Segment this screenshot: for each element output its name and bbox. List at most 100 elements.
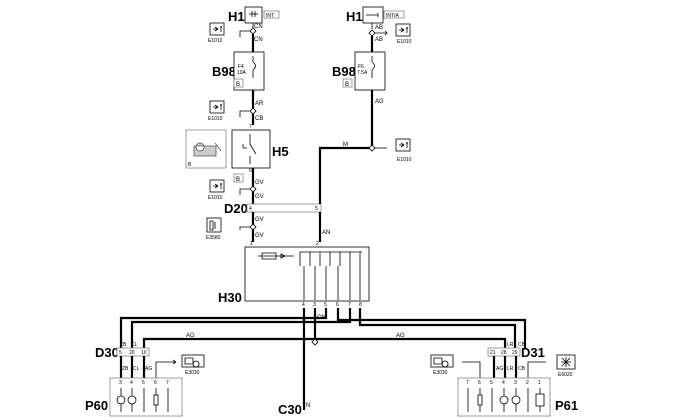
p61-pin-1: 1 — [538, 380, 541, 386]
wire-code-ab-2: AB — [375, 37, 383, 43]
d20-box — [246, 203, 322, 213]
p61-pin-3: 3 — [514, 380, 517, 386]
wire-code-cn-2: CN — [254, 37, 263, 43]
d30-pin-5: 5 — [119, 350, 122, 356]
h30-out-pin-7: 7 — [348, 302, 351, 308]
p61-component: P61 7 6 5 4 3 2 1 — [457, 377, 578, 417]
wire-code-cl-2: CL — [133, 366, 140, 372]
wire-code-cb-3: CB — [518, 366, 526, 372]
junction-node — [249, 107, 257, 115]
h30-pin-1: 1 — [250, 241, 253, 247]
speaker-icon — [511, 395, 521, 405]
svg-text:E1010: E1010 — [208, 116, 223, 122]
fuse-rating-7-5a: 7.5A — [357, 70, 368, 76]
wire-code-zb-2: ZB — [122, 366, 129, 372]
wire-code-ar: AR — [255, 101, 264, 107]
wire-code-ag: AG — [375, 99, 384, 105]
speaker-icon — [127, 395, 137, 405]
p61-pin-5: 5 — [490, 380, 493, 386]
h1-left-component: H1 INT — [228, 6, 280, 24]
h30-out-pin-5: 5 — [324, 302, 327, 308]
h1-right-label: H1 — [346, 9, 363, 24]
resistor-icon — [477, 394, 483, 406]
ground-ref-e1010: E1010 — [395, 138, 412, 163]
fuse-icon — [252, 56, 256, 78]
svg-text:E6020: E6020 — [558, 372, 573, 378]
svg-text:E3580: E3580 — [206, 235, 221, 241]
p60-pin-5: 5 — [142, 380, 145, 386]
h1-left-tag: INT — [266, 13, 274, 19]
d20-connector: D20 4 5 — [224, 201, 322, 216]
wire-code-ag-2: AG — [145, 366, 152, 372]
svg-text:E3030: E3030 — [185, 370, 200, 376]
d31-pin-29: 29 — [512, 350, 518, 356]
ground-ref-e1010: E1010 — [208, 179, 225, 201]
h1-left-tag-box — [263, 10, 280, 19]
d30-label: D30 — [95, 345, 119, 360]
h5-badge: B — [236, 177, 240, 183]
b98-left-label: B98 — [212, 64, 236, 79]
h1-left-label: H1 — [228, 9, 245, 24]
speaker-icon — [116, 395, 126, 405]
d20-pin-left: 4 — [249, 206, 252, 212]
h5-component: 7 6 H5 B B — [185, 124, 289, 183]
speaker-icon — [499, 395, 509, 405]
d31-pin-28: 28 — [501, 350, 507, 356]
h30-label: H30 — [218, 290, 242, 305]
p61-pin-7: 7 — [466, 380, 469, 386]
key-icon — [366, 13, 379, 17]
junction-node — [249, 27, 257, 35]
wire-code-cb-2: CB — [518, 342, 526, 348]
wire-code-lr: LR — [507, 342, 514, 348]
wire-code-cl: CL — [131, 342, 138, 348]
wire-code-ag-right: AG — [396, 333, 405, 339]
ref-e3580: E3580 — [206, 217, 222, 241]
p60-component: P60 3 4 5 6 7 — [85, 377, 183, 417]
h30-out-pin-3: 3 — [313, 302, 316, 308]
wire-code-n: N — [306, 403, 310, 409]
ground-ref-e1010: E1010 — [395, 23, 412, 45]
junction-node — [311, 338, 319, 346]
wire-code-m: M — [343, 142, 348, 148]
p60-pin-4: 4 — [130, 380, 133, 386]
p60-pin-3: 3 — [119, 380, 122, 386]
b98-left-component: B98 F4 10A B — [212, 51, 265, 91]
svg-text:E1010: E1010 — [397, 157, 412, 163]
ref-e3030-right: E3030 — [430, 354, 454, 376]
wire-code-ab: AB — [375, 25, 383, 31]
svg-text:E1010: E1010 — [208, 195, 223, 201]
p61-label: P61 — [555, 398, 578, 413]
wire-code-ag-left: AG — [186, 333, 195, 339]
fuse-icon — [371, 56, 375, 78]
ref-e3030-left: E3030 — [172, 354, 205, 376]
h5-pin-bottom: 6 — [249, 168, 252, 174]
wire-code-gv-4: GV — [255, 233, 264, 239]
junction-node — [249, 223, 257, 231]
junction-node — [249, 185, 257, 193]
wire-code-an: AN — [322, 230, 330, 236]
fuse-id-f6: F6 — [358, 64, 364, 70]
wire-code-lr-2: LR — [507, 366, 514, 372]
p61-pin-4: 4 — [502, 380, 505, 386]
h30-internal-circuit — [258, 251, 362, 266]
h30-out-pin-6: 6 — [336, 302, 339, 308]
wire-code-gv: GV — [255, 180, 264, 186]
b98-right-label: B98 — [332, 64, 356, 79]
ref-e6020: E6020 — [556, 354, 576, 378]
wire-code-zb: ZB — [120, 342, 127, 348]
h1-right-tag: INT/A — [386, 13, 399, 19]
ground-ref-e1010: E1010 — [208, 22, 225, 44]
b98-left-badge: B — [236, 82, 240, 88]
wire-code-ag-3: AG — [496, 366, 503, 372]
p60-pin-6: 6 — [154, 380, 157, 386]
h1-right-component: H1 INT/A — [346, 6, 405, 24]
d30-connector: D30 5 20 10 — [95, 345, 150, 360]
resistor-icon — [153, 394, 159, 406]
h5-photo-label: B — [188, 162, 192, 168]
svg-text:E1010: E1010 — [208, 38, 223, 44]
d30-pin-10: 10 — [141, 350, 147, 356]
p60-pin-7: 7 — [166, 380, 169, 386]
d31-label: D31 — [521, 345, 545, 360]
wire-code-gv-2: GV — [255, 194, 264, 200]
h1-left-box — [244, 6, 263, 24]
